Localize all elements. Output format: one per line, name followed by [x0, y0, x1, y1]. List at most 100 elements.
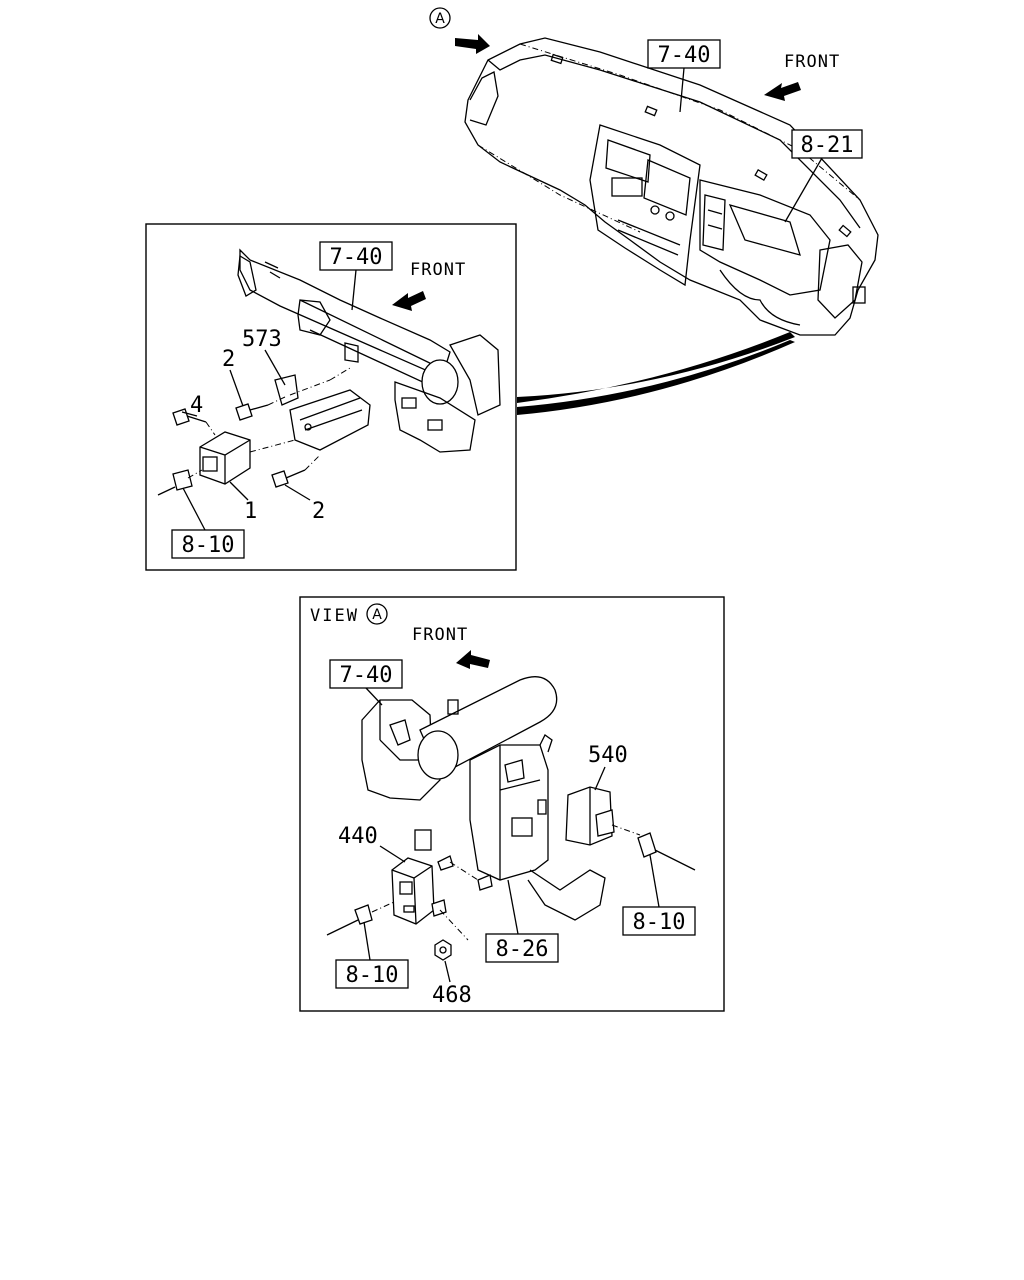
- part-540-port: [595, 809, 615, 837]
- ref-box-7-40-view: 7-40: [329, 659, 403, 689]
- leader-2-lower: [284, 484, 311, 501]
- part-540-plug: [637, 832, 657, 858]
- leader-8-26: [507, 879, 519, 935]
- part-440-module: [391, 857, 435, 925]
- leader-1: [229, 481, 249, 501]
- callout-2-lower: 2: [312, 499, 325, 524]
- view-right-tab: [504, 759, 525, 783]
- front-label-view: FRONT: [412, 625, 468, 645]
- view-a-arrow: [455, 34, 490, 54]
- callout-468: 468: [432, 983, 472, 1008]
- inset-pipe-end: [421, 359, 459, 405]
- part-440-port: [399, 881, 413, 895]
- inset-crossbeam-pipe: [299, 299, 441, 391]
- center-console-radio: [643, 159, 691, 216]
- ref-box-8-10-view-left: 8-10: [335, 959, 409, 989]
- part-440-slot: [403, 905, 415, 913]
- view-a-marker-top: A: [429, 7, 451, 29]
- ref-8-21-text: 8-21: [801, 133, 854, 158]
- leader-8-10-view-left: [363, 921, 371, 961]
- ref-8-10-view-right-text: 8-10: [633, 910, 686, 935]
- dashboard-left-end: [469, 71, 499, 126]
- inset-right-bracket-2: [449, 334, 501, 416]
- leader-573: [264, 349, 286, 386]
- leader-540: [594, 766, 606, 791]
- part-468-nut: [434, 939, 452, 961]
- inset-bracket-link-2: [329, 367, 351, 381]
- view-stud-upper-link: [449, 861, 479, 881]
- inset-mount-hole: [304, 423, 312, 431]
- ref-box-8-10-view-right: 8-10: [622, 906, 696, 936]
- dash-clip-2: [644, 105, 658, 117]
- part-540-wire: [654, 849, 696, 871]
- view-center-support: [469, 744, 549, 881]
- front-label-left-inset: FRONT: [410, 260, 466, 280]
- dashboard-top-edge: [519, 43, 861, 201]
- view-pipe-clamp: [447, 699, 459, 715]
- part-1-plug: [172, 469, 193, 491]
- left-inset-frame: [145, 223, 517, 571]
- ref-box-8-21: 8-21: [791, 129, 863, 159]
- part-440-plug: [354, 904, 373, 925]
- meter-cluster: [699, 179, 831, 296]
- dashboard-lower-edge: [477, 144, 641, 233]
- part-440-link: [371, 901, 395, 913]
- ref-7-40-left-text: 7-40: [330, 245, 383, 270]
- callout-440: 440: [338, 824, 378, 849]
- view-stud-lower: [477, 874, 493, 891]
- callout-2-upper: 2: [222, 347, 235, 372]
- inset-left-clip: [237, 254, 281, 297]
- view-left-bracket: [361, 699, 441, 801]
- leader-2-upper: [229, 369, 244, 407]
- inset-mount-plate: [289, 389, 371, 451]
- meter-cluster-switches: [702, 194, 726, 251]
- leader-8-10-view-right: [649, 854, 660, 908]
- dash-right-end: [817, 244, 863, 319]
- part-1-module-top: [199, 439, 251, 484]
- inset-mount-plate-rail: [299, 397, 363, 431]
- part-1-wire: [157, 486, 176, 496]
- ref-8-26-text: 8-26: [496, 937, 549, 962]
- dash-clip-1: [550, 53, 564, 65]
- ref-box-8-26: 8-26: [485, 933, 559, 963]
- callout-4: 4: [190, 393, 203, 418]
- part-1-plug-link: [187, 469, 203, 479]
- view-bracket-bolt: [539, 734, 553, 753]
- ref-8-10-left-text: 8-10: [182, 533, 235, 558]
- view-stud-upper: [437, 855, 454, 871]
- view-support-slot: [511, 817, 533, 837]
- inset-left-tab: [297, 299, 331, 336]
- front-label-top: FRONT: [784, 52, 840, 72]
- leader-8-10-left: [182, 487, 206, 531]
- view-left-bracket-hook: [389, 719, 411, 746]
- view-support-slot-2: [537, 799, 547, 815]
- part-1-connector-port: [202, 456, 218, 472]
- view-a-marker-letter: A: [435, 11, 445, 27]
- callout-540: 540: [588, 743, 628, 768]
- dash-clip-4: [838, 224, 852, 238]
- dashboard-assembly: A 7-40: [429, 7, 879, 336]
- inset-bracket-slot-1: [401, 397, 417, 409]
- ref-8-10-view-left-text: 8-10: [346, 963, 399, 988]
- view-side-arm: [527, 869, 606, 921]
- leader-8-21: [784, 157, 823, 223]
- part-2-bolt-upper: [235, 396, 286, 421]
- dashboard-crest: [487, 54, 861, 229]
- ref-7-40-top-text: 7-40: [658, 43, 711, 68]
- inset-bracket-573-tab: [344, 342, 359, 363]
- center-console-vent: [611, 177, 643, 197]
- inset-bracket-slot-2: [427, 419, 443, 431]
- ref-box-8-10-left: 8-10: [171, 529, 245, 559]
- callout-1: 1: [244, 499, 257, 524]
- view-small-plate: [414, 829, 432, 851]
- leader-468: [444, 960, 451, 983]
- center-console: [589, 124, 701, 287]
- console-knob-2: [665, 211, 675, 221]
- view-nut-link: [439, 909, 469, 941]
- front-arrow-left-inset: [392, 291, 426, 311]
- inset-bracket-link: [289, 379, 331, 396]
- view-pipe-end: [417, 730, 459, 780]
- meter-cluster-gauge: [728, 204, 801, 256]
- front-arrow-view: [456, 650, 490, 669]
